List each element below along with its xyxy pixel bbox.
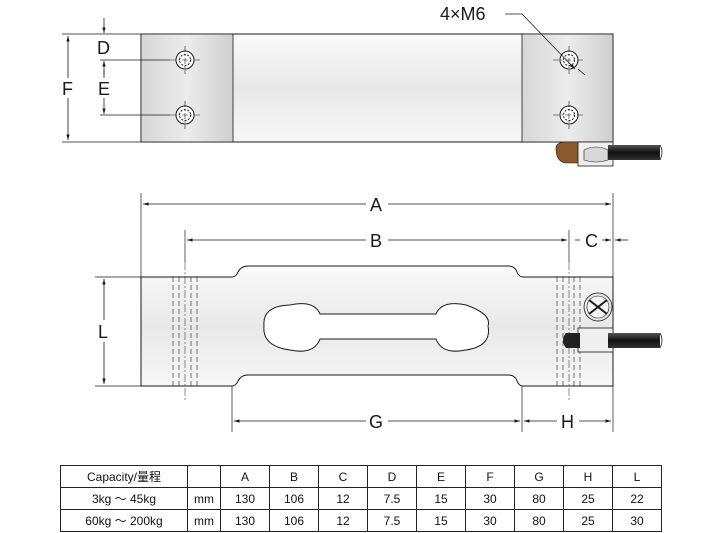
table-cell: 12	[318, 509, 368, 532]
cable-side	[608, 332, 663, 349]
mount-hole	[553, 101, 585, 129]
cable-gland-top	[555, 141, 614, 167]
dim-label-F: F	[62, 79, 73, 99]
header-cell: C	[318, 465, 368, 488]
dim-label-C: C	[585, 231, 598, 251]
table-cell: 30	[612, 509, 662, 532]
load-cell-drawing: 4×M6 F D E	[60, 4, 663, 432]
header-cell: L	[612, 465, 662, 488]
table-cell: 25	[563, 487, 613, 510]
table-cell: 106	[269, 509, 319, 532]
dim-label-E: E	[98, 79, 110, 99]
hidden-hole-lines	[172, 277, 581, 386]
dim-label-H: H	[561, 412, 574, 432]
mount-hole	[170, 46, 200, 74]
table-cell: mm	[187, 487, 221, 510]
header-cell: Capacity/量程	[60, 465, 188, 488]
dim-label-L: L	[98, 322, 108, 342]
table-cell: mm	[187, 509, 221, 532]
table-cell: 130	[220, 509, 270, 532]
top-view: 4×M6 F D E	[60, 4, 663, 167]
header-cell: B	[269, 465, 319, 488]
table-cell: 80	[514, 487, 564, 510]
mount-hole	[170, 101, 200, 129]
table-header-row: Capacity/量程 A B C D E F G H L	[60, 465, 662, 488]
dim-label-G: G	[369, 412, 383, 432]
table-cell: 25	[563, 509, 613, 532]
table-cell: 60kg ～ 200kg	[60, 509, 188, 532]
table-row: 60kg ～ 200kg mm 130 106 12 7.5 15 30 80 …	[60, 509, 662, 532]
cable-top	[608, 144, 663, 161]
top-left-end-block	[140, 33, 234, 143]
header-cell: D	[367, 465, 417, 488]
table-cell: 3kg ～ 45kg	[60, 487, 188, 510]
table-cell: 22	[612, 487, 662, 510]
screw-head	[583, 292, 613, 322]
table-cell: 7.5	[367, 487, 417, 510]
table-cell: 7.5	[367, 509, 417, 532]
table-cell: 15	[416, 509, 466, 532]
header-cell: G	[514, 465, 564, 488]
header-cell: F	[465, 465, 515, 488]
dim-label-A: A	[370, 195, 382, 215]
header-cell: E	[416, 465, 466, 488]
table-cell: 130	[220, 487, 270, 510]
spec-table: Capacity/量程 A B C D E F G H L 3kg ～ 45kg…	[60, 465, 662, 532]
table-cell: 106	[269, 487, 319, 510]
dim-label-D: D	[97, 38, 110, 58]
side-view: A B C L G H	[95, 193, 663, 432]
table-cell: 30	[465, 487, 515, 510]
table-cell: 15	[416, 487, 466, 510]
table-cell: 30	[465, 509, 515, 532]
mount-callout: 4×M6	[440, 4, 486, 24]
sensing-cutout	[263, 303, 490, 352]
table-row: 3kg ～ 45kg mm 130 106 12 7.5 15 30 80 25…	[60, 487, 662, 510]
table-cell: 80	[514, 509, 564, 532]
header-cell	[187, 465, 221, 488]
top-right-end-block	[521, 33, 614, 143]
header-cell: H	[563, 465, 613, 488]
cable-gland-side	[563, 327, 614, 353]
dim-label-B: B	[370, 231, 382, 251]
header-cell: A	[220, 465, 270, 488]
table-cell: 12	[318, 487, 368, 510]
